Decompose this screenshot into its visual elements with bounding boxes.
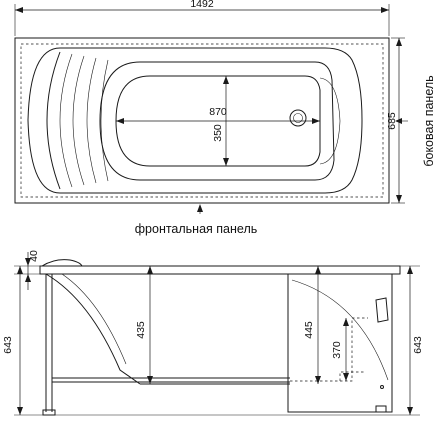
bowl-inner bbox=[115, 75, 321, 167]
dim-370-text: 370 bbox=[331, 341, 343, 359]
top-view: 870 350 1492 685 боковая панель фронталь… bbox=[14, 0, 436, 236]
side-panel-outline bbox=[287, 274, 393, 413]
dim-643-left-text: 643 bbox=[2, 336, 14, 354]
waste-pipe-dashed-2 bbox=[339, 371, 364, 381]
tub-outline-top bbox=[14, 37, 390, 204]
arrow-1492-left bbox=[15, 7, 23, 13]
arrow-435-bottom bbox=[147, 376, 153, 384]
side-panel-label: боковая панель bbox=[422, 75, 436, 166]
dim-1492-text: 1492 bbox=[190, 0, 214, 10]
arrow-643r-bottom bbox=[407, 407, 413, 415]
front-panel-label: фронтальная панель bbox=[135, 222, 258, 236]
tub-outline-dashed bbox=[20, 43, 384, 198]
arrow-40-top bbox=[25, 258, 31, 266]
arrow-445-top bbox=[315, 266, 321, 274]
dim-445-text: 445 bbox=[303, 321, 315, 339]
dim-870-text: 870 bbox=[209, 106, 227, 118]
arrow-1492-right bbox=[381, 7, 389, 13]
side-panel-curve bbox=[291, 279, 389, 381]
left-foot bbox=[42, 409, 56, 416]
headrest-curves bbox=[46, 51, 109, 190]
dim-685-text: 685 bbox=[386, 112, 398, 130]
arrow-685-bottom bbox=[396, 195, 402, 203]
drain-outer bbox=[289, 109, 307, 127]
dim-350-text: 350 bbox=[212, 124, 224, 142]
headrest-bump-side bbox=[41, 259, 83, 267]
right-foot bbox=[375, 405, 387, 413]
dim-643-right-text: 643 bbox=[412, 336, 424, 354]
tub-rim-side bbox=[39, 265, 401, 275]
arrow-643r-top bbox=[407, 266, 413, 274]
dim-40-text: 40 bbox=[28, 250, 40, 262]
waste-pipe-dashed bbox=[290, 317, 368, 382]
side-panel-arrow bbox=[395, 118, 402, 124]
side-view: 40 643 435 445 370 643 bbox=[2, 250, 424, 416]
arrow-435-top bbox=[147, 266, 153, 274]
drain-inner bbox=[293, 113, 303, 123]
arrow-643l-top bbox=[17, 266, 23, 274]
arrow-40-bottom bbox=[25, 274, 31, 282]
arrow-350-top bbox=[223, 76, 229, 84]
arrow-870-right bbox=[312, 118, 320, 124]
tub-body-back-slope-inner bbox=[61, 273, 127, 365]
front-panel-arrow bbox=[197, 204, 203, 212]
armrest-contour bbox=[319, 77, 341, 165]
arrow-370-bottom bbox=[343, 373, 349, 381]
tub-rim-contour bbox=[27, 47, 363, 194]
arrow-370-top bbox=[343, 318, 349, 326]
arrow-870-left bbox=[116, 118, 124, 124]
overflow-fitting bbox=[375, 297, 389, 323]
dim-435-text: 435 bbox=[135, 321, 147, 339]
overflow-dot bbox=[380, 385, 384, 389]
arrow-350-bottom bbox=[223, 158, 229, 166]
arrow-445-bottom bbox=[315, 376, 321, 384]
arrow-685-top bbox=[396, 38, 402, 46]
bowl-outer bbox=[99, 61, 335, 181]
arrow-643l-bottom bbox=[17, 407, 23, 415]
tub-body-back-slope bbox=[45, 273, 141, 385]
